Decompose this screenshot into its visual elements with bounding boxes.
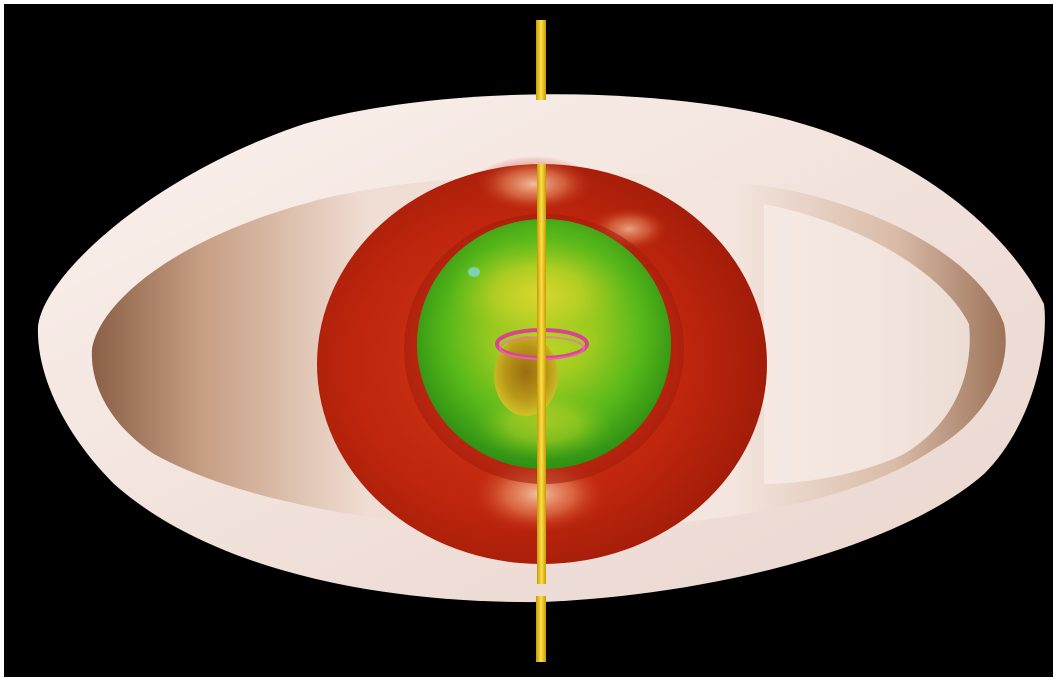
axis-middle [537, 164, 546, 584]
middle-shell-highlight-top [474, 156, 594, 212]
image-frame [4, 4, 1053, 677]
inner-shell-hole [494, 336, 558, 416]
axis-bottom [536, 596, 546, 662]
axis-top [536, 20, 546, 100]
nested-shells-illustration [4, 4, 1053, 677]
inner-shell-specular [468, 267, 480, 277]
